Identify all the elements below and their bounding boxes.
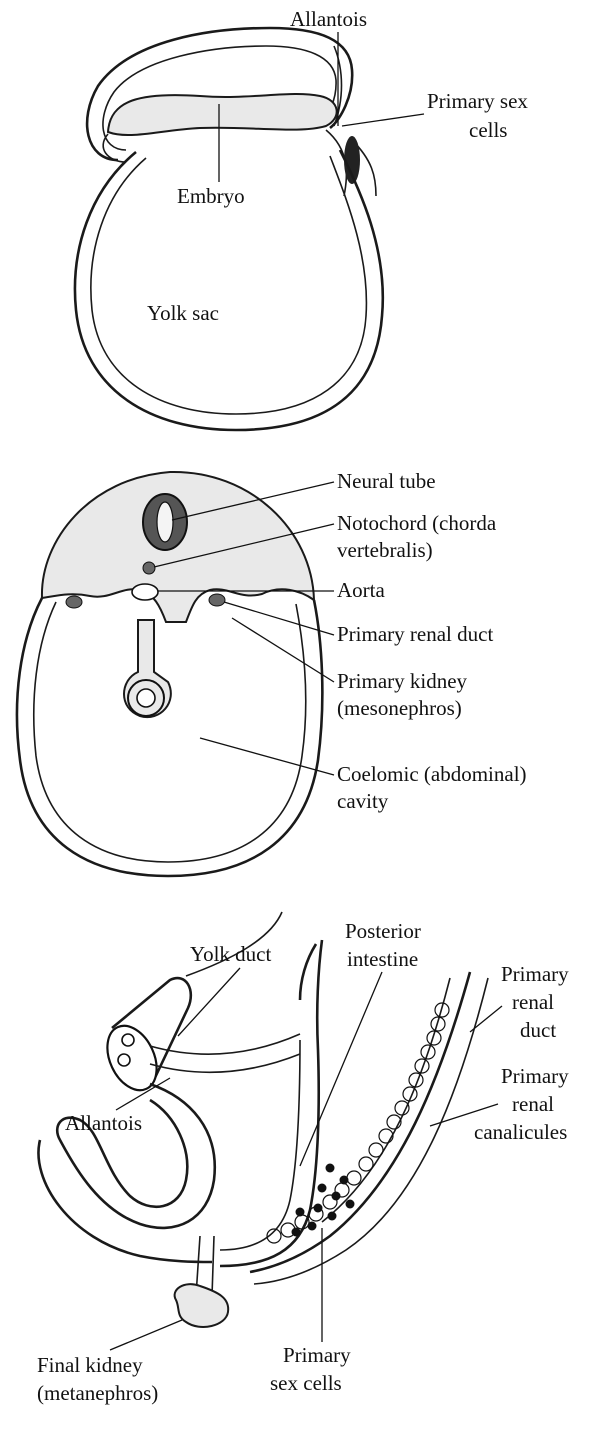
leader-renal-duct [470, 1006, 502, 1032]
yolk-duct-lumen-2 [118, 1054, 130, 1066]
leader-posterior-intestine [300, 972, 382, 1166]
leader-coelomic [200, 738, 334, 775]
renal-duct-right [209, 594, 225, 606]
label-allantois-bottom: Allantois [65, 1111, 142, 1135]
label-notochord-1: Notochord (chorda [337, 511, 497, 535]
label-primary-renal-duct: Primary renal duct [337, 622, 493, 646]
label-aorta: Aorta [337, 578, 385, 602]
renal-duct-stripe [254, 978, 488, 1284]
neural-tube-lumen [157, 502, 173, 542]
final-kidney [175, 1284, 229, 1327]
mesonephros-stripe-inner [322, 978, 450, 1222]
dorsal-tissue [42, 472, 314, 622]
label-primary-sex-cells-top-2: cells [469, 118, 507, 142]
label-posterior-1: Posterior [345, 919, 421, 943]
label-canalicules-3: canalicules [474, 1120, 567, 1144]
label-allantois-top: Allantois [290, 7, 367, 31]
label-canalicules-1: Primary [501, 1064, 569, 1088]
label-sex-cells-2: sex cells [270, 1371, 342, 1395]
label-canalicules-2: renal [512, 1092, 554, 1116]
body-wall-inner [34, 602, 306, 862]
label-embryo: Embryo [177, 184, 245, 208]
label-primary-kidney-1: Primary kidney [337, 669, 468, 693]
leader-yolk-duct [178, 968, 240, 1036]
body-wall-outer [17, 598, 322, 876]
label-final-kidney-1: Final kidney [37, 1353, 143, 1377]
panel-cross-section: Neural tube Notochord (chorda vertebrali… [17, 469, 527, 876]
label-primary-sex-cells-top-1: Primary sex [427, 89, 528, 113]
allantois-loop [57, 1084, 215, 1228]
notochord [143, 562, 155, 574]
label-yolk-duct: Yolk duct [190, 942, 271, 966]
renal-canalicules [267, 1003, 449, 1243]
label-renal-duct-3: duct [520, 1018, 556, 1042]
label-final-kidney-2: (metanephros) [37, 1381, 158, 1405]
label-coelomic-1: Coelomic (abdominal) [337, 762, 527, 786]
label-posterior-2: intestine [347, 947, 418, 971]
panel-embryo-yolk-sac: Allantois Primary sex cells Embryo Yolk … [75, 7, 528, 430]
yolk-duct-lumen-1 [122, 1034, 134, 1046]
label-renal-duct-1: Primary [501, 962, 569, 986]
label-coelomic-2: cavity [337, 789, 389, 813]
label-sex-cells-1: Primary [283, 1343, 351, 1367]
label-notochord-2: vertebralis) [337, 538, 433, 562]
aorta [132, 584, 158, 600]
renal-duct-left [66, 596, 82, 608]
embryo-disc [108, 94, 337, 135]
label-primary-kidney-2: (mesonephros) [337, 696, 462, 720]
label-neural-tube: Neural tube [337, 469, 436, 493]
label-yolk-sac: Yolk sac [147, 301, 219, 325]
gut-lumen [137, 689, 155, 707]
leader-sex-cells-top [342, 114, 424, 126]
leader-final-kidney [110, 1320, 182, 1350]
panel-sagittal: Yolk duct Posterior intestine Primary re… [37, 912, 569, 1405]
label-renal-duct-2: renal [512, 990, 554, 1014]
